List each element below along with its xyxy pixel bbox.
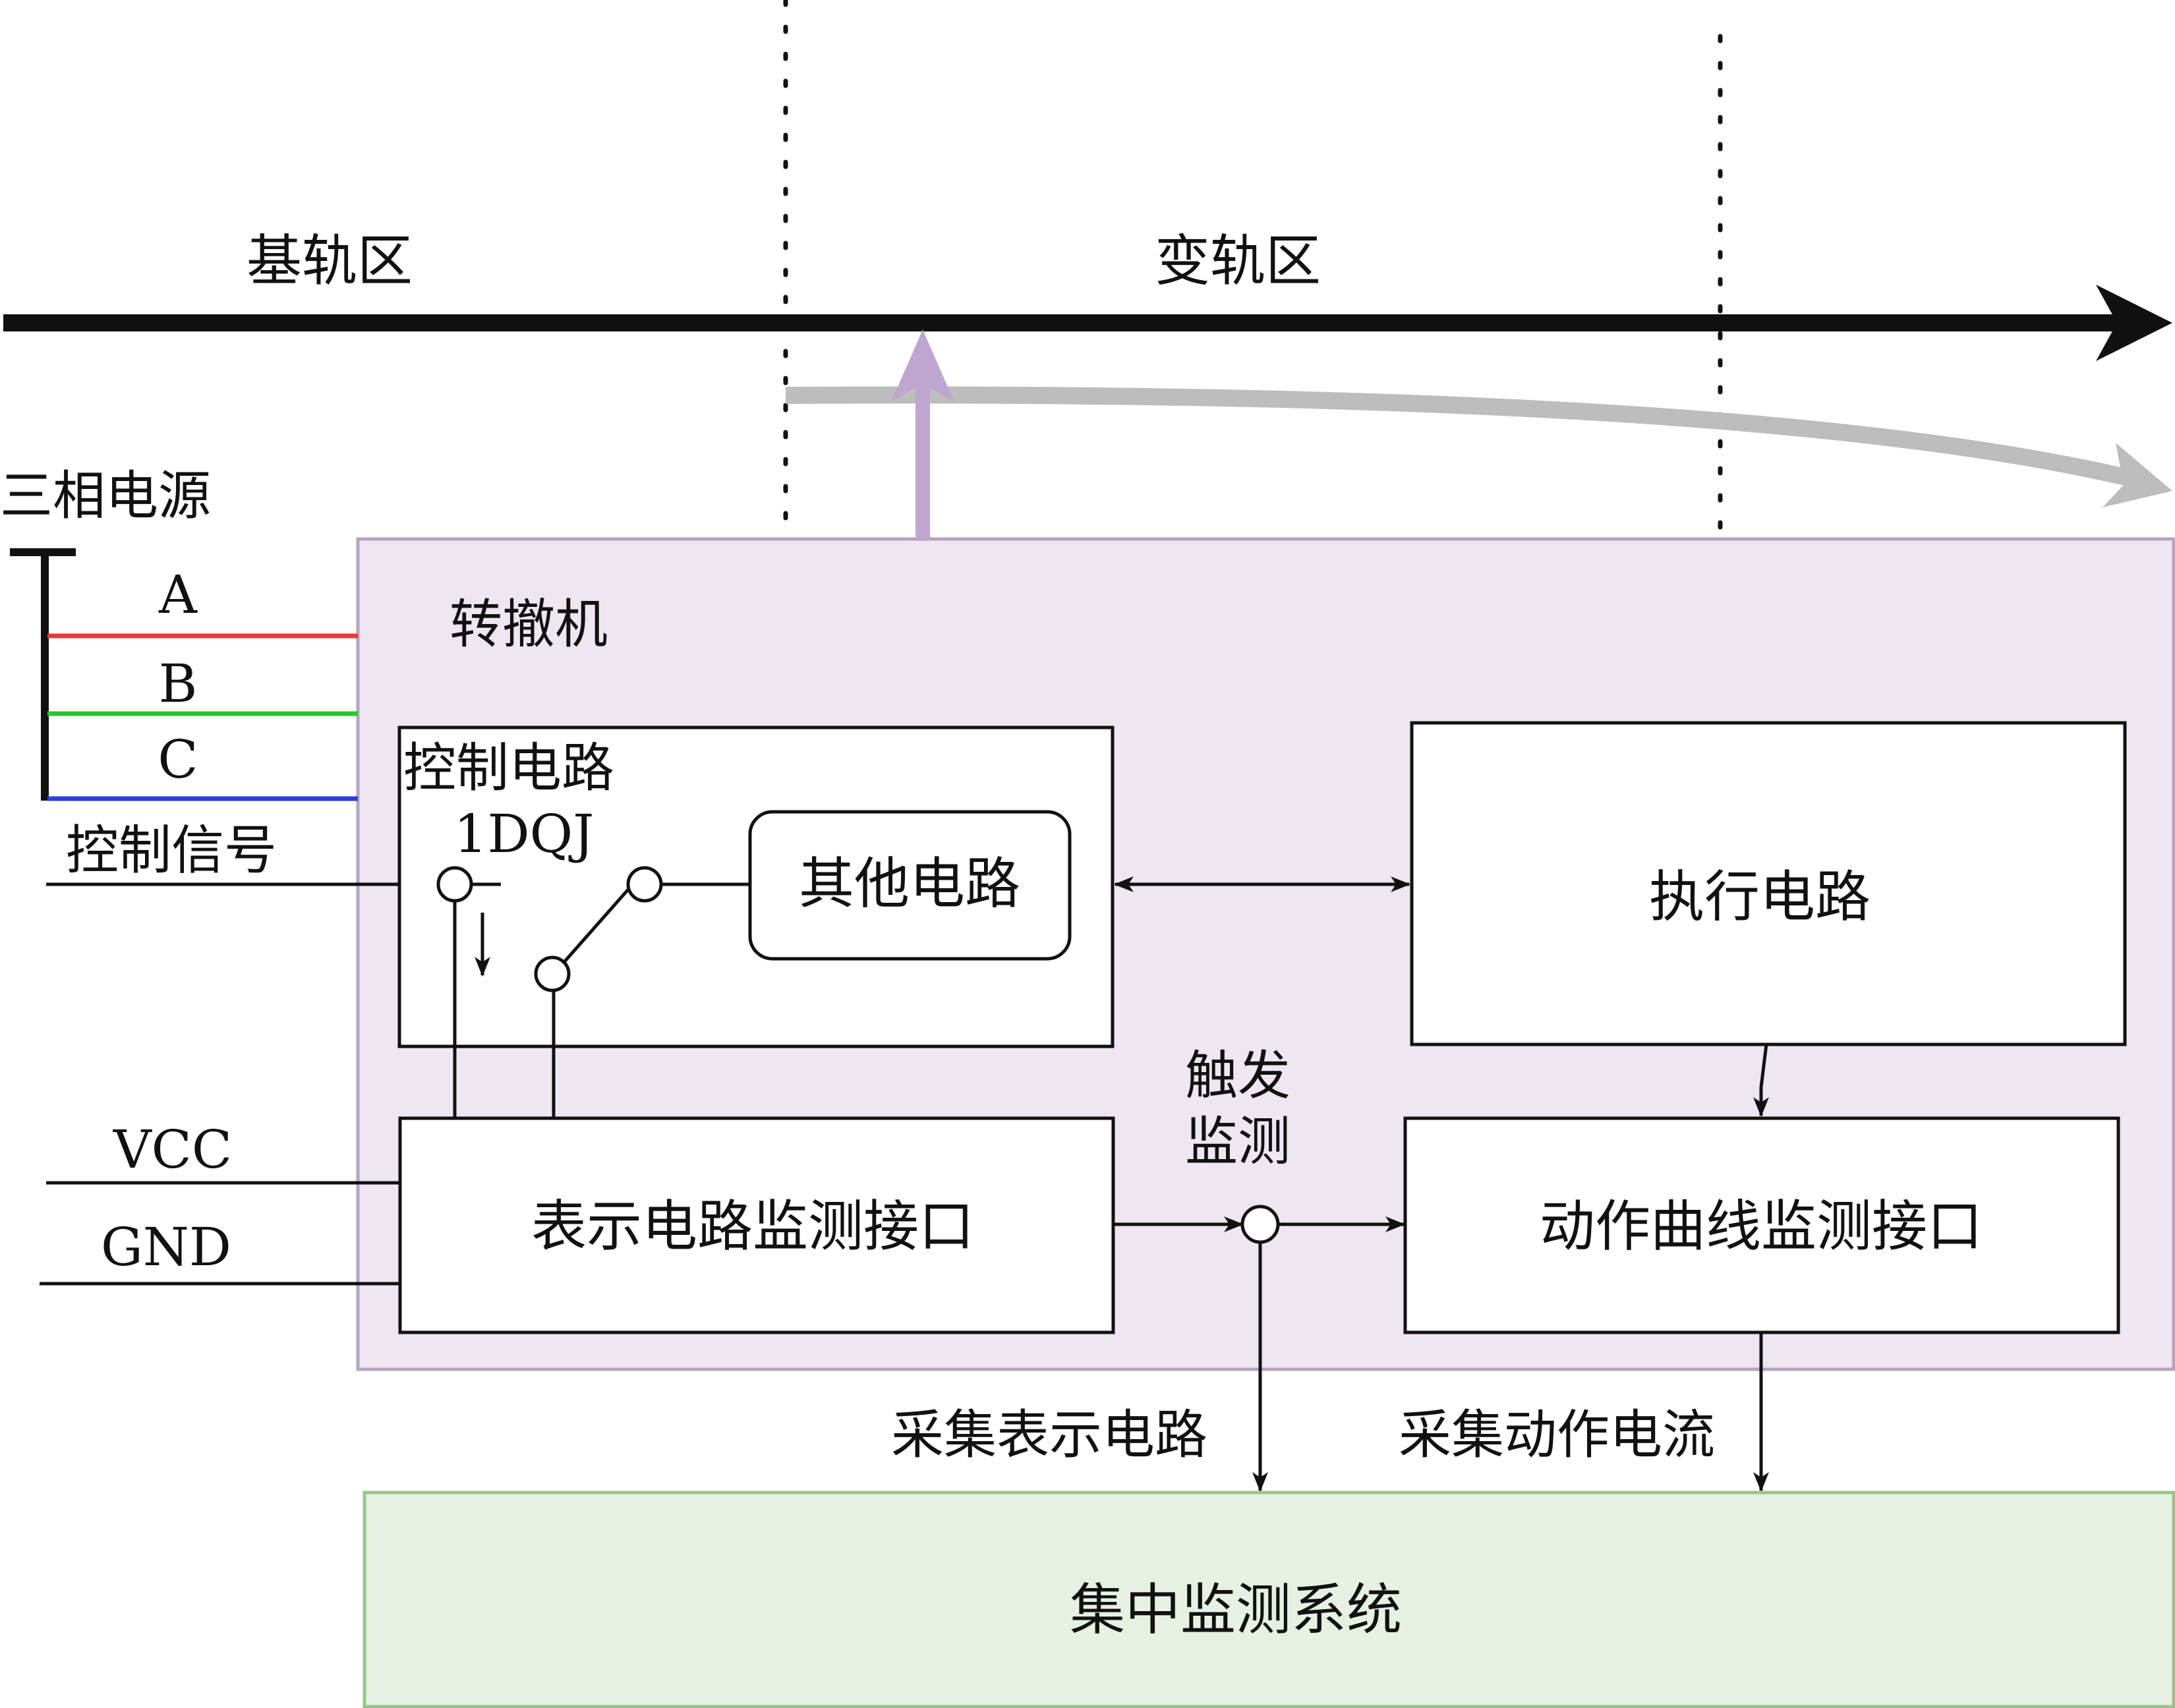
switch-machine-title: 转撤机: [450, 594, 608, 655]
other-circuit-label: 其他电路: [799, 851, 1020, 916]
collect-indication-label: 采集表示电路: [891, 1404, 1207, 1466]
curve-arrow-head: [2102, 443, 2172, 507]
exec-to-curve-arrow: [1753, 1044, 1769, 1117]
switch-curve-arrow: [785, 386, 2145, 490]
control-circuit-label: 控制电路: [403, 737, 614, 799]
exec-circuit-label: 执行电路: [1649, 865, 1870, 929]
gnd-label: GND: [101, 1216, 231, 1278]
switch-zone-label: 变轨区: [1155, 229, 1321, 293]
arrow-right-icon: [2096, 285, 2172, 361]
relay-label: 1DQJ: [454, 803, 594, 865]
exec-circuit-box: [1410, 721, 2127, 1046]
contact-circle-icon: [534, 955, 571, 992]
action-curve-interface-label: 动作曲线监测接口: [1540, 1194, 1983, 1259]
phase-c-label: C: [158, 729, 198, 790]
vcc-label: VCC: [113, 1119, 232, 1180]
trigger-label-line2: 监测: [1185, 1111, 1290, 1172]
trigger-label-line1: 触发: [1185, 1045, 1290, 1106]
collect-current-label: 采集动作电流: [1399, 1404, 1715, 1466]
phase-a-label: A: [158, 564, 198, 625]
machine-to-track-arrowhead: [891, 329, 954, 402]
central-monitoring-system-box: [362, 1491, 2175, 1708]
contact-circle-icon: [626, 866, 663, 903]
action-curve-interface-box: [1403, 1116, 2120, 1334]
control-signal-label: 控制信号: [66, 820, 277, 881]
phase-b-label: B: [159, 653, 198, 714]
three-phase-power-title: 三相电源: [0, 465, 211, 527]
indication-interface-label: 表示电路监测接口: [531, 1194, 974, 1259]
other-circuit-box: [748, 810, 1072, 961]
contact-circle-icon: [436, 866, 473, 903]
base-zone-label: 基轨区: [246, 229, 413, 293]
indication-interface-box: [398, 1116, 1115, 1334]
central-monitoring-system-label: 集中监测系统: [1070, 1578, 1402, 1642]
relay-switch-blade: [552, 883, 634, 975]
trigger-node: [1240, 1205, 1280, 1244]
